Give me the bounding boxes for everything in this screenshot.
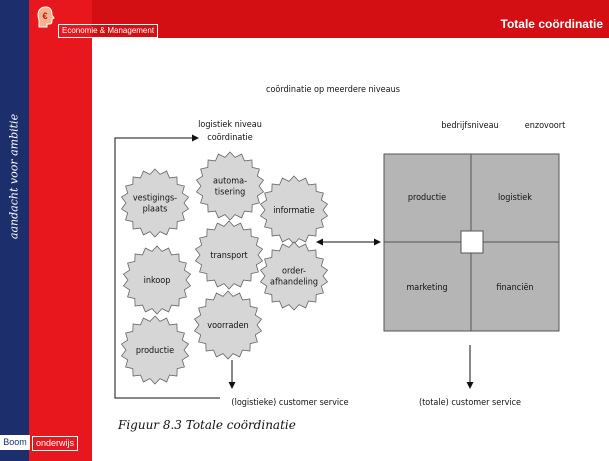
gear-label: vestigings-: [133, 194, 177, 204]
gear-label: afhandeling: [270, 278, 318, 288]
gear-productie: productie: [120, 315, 190, 385]
svg-text:€: €: [42, 11, 47, 21]
right-heading-etc: enzovoort: [525, 121, 566, 131]
gear-label: voorraden: [207, 321, 248, 331]
sidebar-panel: [29, 0, 92, 461]
matrix-center-square: [460, 230, 484, 254]
brand-label: Economie & Management: [58, 24, 159, 38]
feedback-loop-line: [114, 134, 220, 399]
matrix-cell-productie: productie: [408, 193, 446, 203]
gear-shape: [120, 315, 190, 385]
gear-shape: [195, 151, 265, 221]
gear-label: informatie: [273, 206, 315, 216]
gear-label: productie: [136, 346, 174, 356]
right-output-label: (totale) customer service: [419, 398, 521, 408]
gear-label: transport: [210, 251, 247, 261]
gear-label: order-: [282, 267, 306, 277]
gear-vestigingsplaats: vestigings-plaats: [120, 168, 190, 238]
figure-caption: Figuur 8.3 Totale coördinatie: [118, 418, 296, 432]
gear-voorraden: voorraden: [193, 290, 263, 360]
matrix-cell-financien: financiën: [496, 283, 533, 293]
gear-informatie: informatie: [259, 175, 329, 245]
gear-label: plaats: [143, 205, 168, 215]
gear-label: automa-: [213, 177, 247, 187]
left-heading-line1: logistiek niveau: [198, 120, 262, 130]
gear-label: inkoop: [144, 276, 171, 286]
gear-label: tisering: [215, 188, 245, 198]
diagram-title: coördinatie op meerdere niveaus: [266, 85, 400, 95]
matrix-cell-marketing: marketing: [406, 283, 447, 293]
publisher-logo: Boom: [0, 435, 30, 450]
gear-shape: [193, 290, 263, 360]
sidebar-strip: [0, 0, 29, 461]
gear-shape: [122, 245, 192, 315]
right-heading-level: bedrijfsniveau: [441, 121, 498, 131]
gear-orderafhandeling: order-afhandeling: [259, 241, 329, 311]
gear-shape: [120, 168, 190, 238]
page-title: Totale coördinatie: [500, 17, 603, 31]
header-bar: [0, 0, 609, 38]
gear-inkoop: inkoop: [122, 245, 192, 315]
matrix-cell-logistiek: logistiek: [498, 193, 532, 203]
gear-shape: [194, 220, 264, 290]
left-output-label: (logistieke) customer service: [231, 398, 348, 408]
head-euro-icon: €: [37, 6, 55, 28]
gear-automatisering: automa-tisering: [195, 151, 265, 221]
gear-transport: transport: [194, 220, 264, 290]
publisher-series: onderwijs: [32, 436, 79, 451]
gear-shape: [259, 241, 329, 311]
left-heading-line2: coördinatie: [207, 133, 252, 143]
